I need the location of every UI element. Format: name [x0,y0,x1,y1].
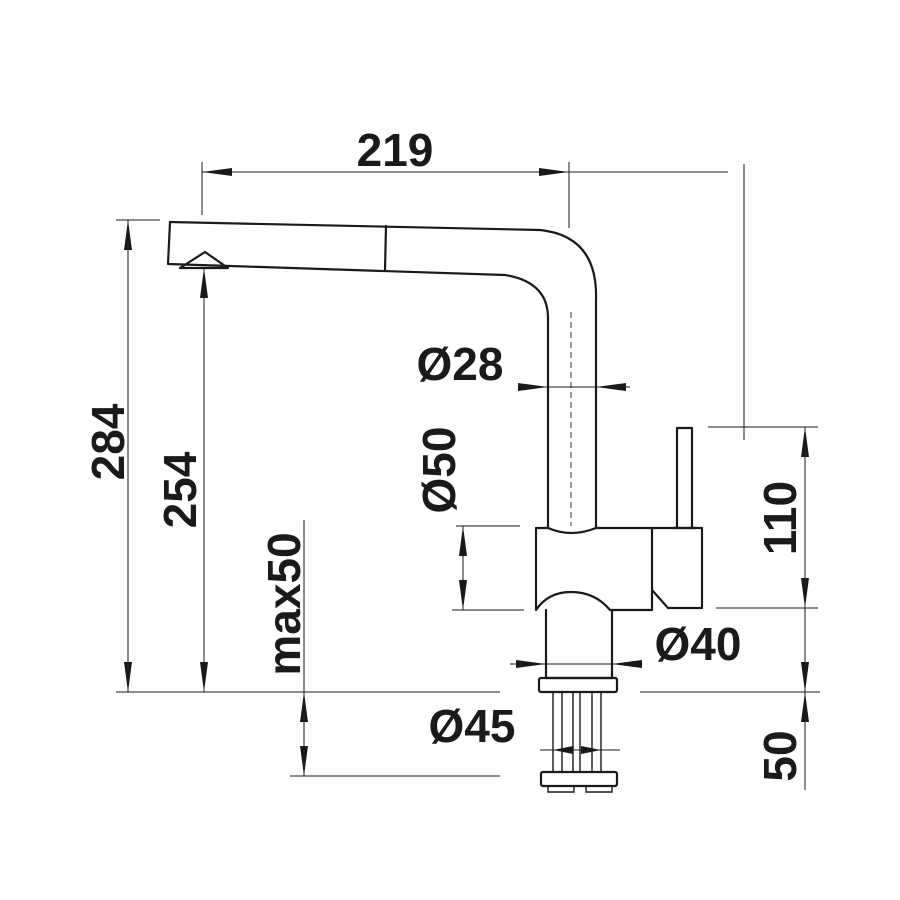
spout-outline [168,220,598,530]
label-dia-base: Ø40 [655,618,742,670]
lever-housing [650,526,704,610]
lever-handle [675,426,694,530]
dimension-labels: 219 284 254 max50 Ø28 Ø50 Ø40 Ø45 110 50 [82,124,806,782]
mounting-rods [552,692,602,772]
bottom-nut [539,770,619,788]
spout-inner-outline [228,264,550,530]
label-width-total: 219 [357,124,434,176]
mixer-body [534,526,654,612]
label-height-lever: 110 [754,481,806,555]
arrowheads [124,168,809,776]
faucet-outline [166,220,704,793]
spout-tip [166,220,232,268]
bottom-nut-feet [547,786,613,793]
spray-head-joint [383,224,388,272]
mounting-nut [537,676,619,694]
label-height-shank: 50 [754,730,806,781]
label-dia-spout: Ø28 [417,338,504,390]
base-column [544,608,614,680]
label-height-spout: 254 [154,451,206,528]
label-max-thickness: max50 [258,532,310,675]
label-dia-body: Ø50 [413,427,465,514]
dimension-lines [116,162,820,790]
label-dia-shank: Ø45 [429,700,516,752]
label-height-total: 284 [82,403,134,480]
